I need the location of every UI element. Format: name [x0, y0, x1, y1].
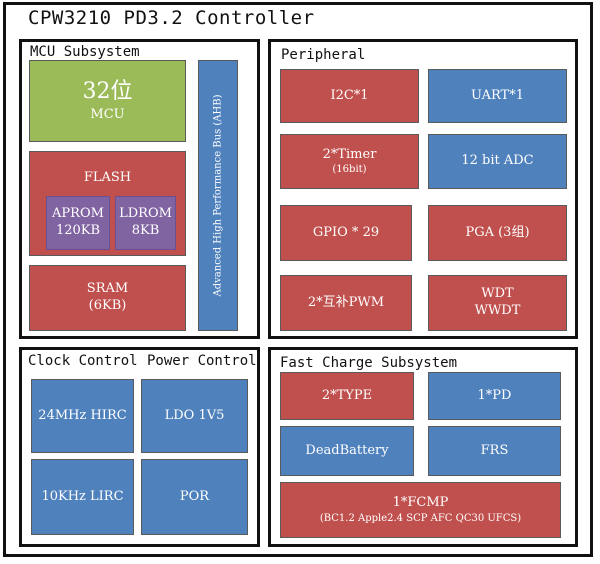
pd-block: 1*PD: [428, 372, 561, 420]
uart-label: UART*1: [471, 87, 524, 103]
type-label: 2*TYPE: [321, 387, 373, 403]
dead-battery-label: DeadBattery: [305, 442, 389, 458]
pd-label: 1*PD: [477, 387, 512, 403]
wdt-label: WDT: [481, 286, 514, 302]
pwm-label: 2*互补PWM: [307, 294, 385, 310]
ldo-block: LDO 1V5: [141, 379, 248, 453]
sram-block: SRAM (6KB): [29, 265, 186, 331]
wwdt-label: WWDT: [474, 303, 521, 318]
sram-label: SRAM: [86, 281, 129, 297]
outer-frame: [3, 2, 593, 557]
timer-bits: (16bit): [332, 164, 367, 176]
dead-battery-block: DeadBattery: [280, 426, 414, 476]
aprom-block: APROM 120KB: [46, 196, 110, 250]
mcu-subsystem-title: MCU Subsystem: [30, 44, 140, 60]
pwm-block: 2*互补PWM: [280, 275, 412, 331]
i2c-block: I2C*1: [280, 69, 419, 123]
power-control-title: Power Control: [147, 353, 257, 369]
gpio-block: GPIO * 29: [280, 205, 412, 261]
adc-label: 12 bit ADC: [461, 153, 534, 169]
fcmp-protocols: (BC1.2 Apple2.4 SCP AFC QC30 UFCS): [319, 512, 522, 524]
ldrom-label: LDROM: [119, 206, 172, 222]
clock-control-title: Clock Control: [28, 353, 138, 369]
mcu-core-label: 32位: [82, 79, 133, 105]
mcu-core-sublabel: MCU: [90, 106, 125, 122]
lirc-block: 10KHz LIRC: [31, 459, 134, 535]
aprom-label: APROM: [52, 206, 104, 222]
hirc-label: 24MHz HIRC: [38, 407, 127, 423]
timer-label: 2*Timer: [322, 146, 377, 162]
wdt-block: WDT WWDT: [428, 275, 567, 331]
ldrom-size: 8KB: [131, 223, 160, 238]
frs-block: FRS: [428, 426, 561, 476]
timer-block: 2*Timer (16bit): [280, 134, 419, 189]
ldo-label: LDO 1V5: [164, 407, 225, 423]
fcmp-label: 1*FCMP: [392, 495, 449, 511]
ldrom-block: LDROM 8KB: [115, 196, 176, 250]
pga-label: PGA (3组): [465, 224, 530, 240]
flash-label: FLASH: [83, 170, 132, 185]
sram-size: (6KB): [88, 298, 127, 313]
uart-block: UART*1: [428, 69, 567, 123]
lirc-label: 10KHz LIRC: [41, 488, 124, 504]
hirc-block: 24MHz HIRC: [31, 379, 134, 453]
aprom-size: 120KB: [55, 223, 101, 238]
peripheral-title: Peripheral: [281, 47, 366, 63]
diagram-title: CPW3210 PD3.2 Controller: [28, 7, 315, 29]
fast-charge-title: Fast Charge Subsystem: [280, 355, 458, 371]
fcmp-block: 1*FCMP (BC1.2 Apple2.4 SCP AFC QC30 UFCS…: [280, 482, 561, 538]
ahb-bus-block: Advanced High Performance Bus (AHB): [198, 60, 238, 331]
por-label: POR: [179, 488, 210, 504]
type-block: 2*TYPE: [280, 372, 414, 420]
adc-block: 12 bit ADC: [428, 134, 567, 189]
mcu-core-block: 32位 MCU: [29, 60, 186, 142]
pga-block: PGA (3组): [428, 205, 567, 261]
frs-label: FRS: [480, 442, 509, 458]
i2c-label: I2C*1: [330, 87, 369, 103]
ahb-bus-label: Advanced High Performance Bus (AHB): [212, 94, 224, 297]
por-block: POR: [141, 459, 248, 535]
gpio-label: GPIO * 29: [312, 224, 380, 240]
